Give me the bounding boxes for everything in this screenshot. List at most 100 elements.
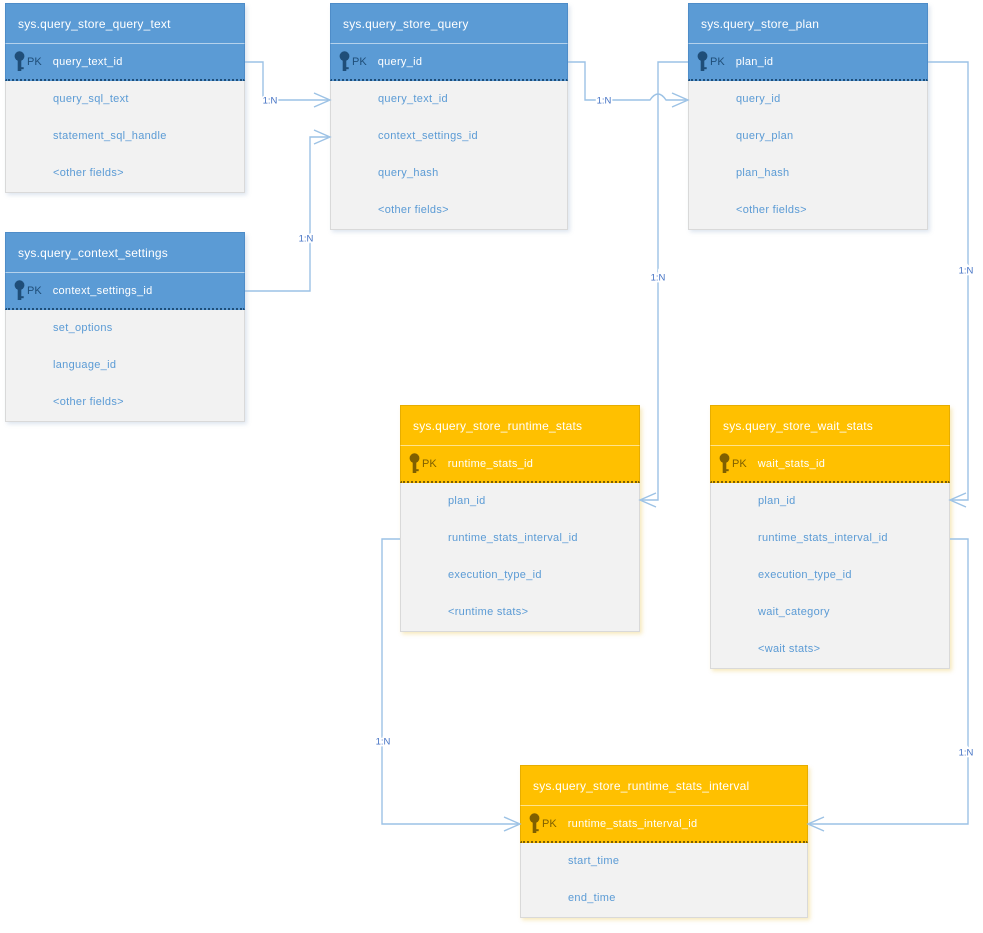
field-row[interactable]: query_id [736,93,781,105]
pk-field-name: query_text_id [52,55,123,68]
key-icon [14,279,25,302]
cardinality-label: 1:N [299,234,314,245]
table-title: sys.query_store_plan [701,16,820,31]
table-header[interactable]: sys.query_store_plan [688,3,928,43]
primary-key-row[interactable]: PK query_id [330,43,568,81]
primary-key-row[interactable]: PK runtime_stats_interval_id [520,805,808,843]
pk-label: PK [422,457,437,470]
table-header[interactable]: sys.query_context_settings [5,232,245,272]
field-row[interactable]: <other fields> [378,204,449,216]
table-fields: query_id query_plan plan_hash <other fields… [688,81,928,230]
field-row[interactable]: context_settings_id [378,130,478,142]
key-icon [697,50,708,73]
table-query-store-query[interactable]: sys.query_store_query PK query_id query_… [330,3,568,230]
table-query-store-plan[interactable]: sys.query_store_plan PK plan_id query_id… [688,3,928,230]
table-header[interactable]: sys.query_store_query [330,3,568,43]
primary-key-row[interactable]: PK context_settings_id [5,272,245,310]
pk-label: PK [27,284,42,297]
arrowhead-icon [503,816,522,832]
table-fields: query_text_id context_settings_id query_ha… [330,81,568,230]
pk-field-name: wait_stats_id [757,457,826,470]
cardinality-label: 1:N [959,266,974,277]
arrowhead-icon [948,492,967,508]
table-query-store-runtime-stats[interactable]: sys.query_store_runtime_stats PK runtime… [400,405,640,632]
relationship-line [245,61,328,101]
table-title: sys.query_store_wait_stats [723,418,873,433]
table-query-store-wait-stats[interactable]: sys.query_store_wait_stats PK wait_stats… [710,405,950,669]
relationship-line [245,136,328,292]
primary-key-row[interactable]: PK plan_id [688,43,928,81]
arrowhead-icon [671,92,690,108]
table-query-context-settings[interactable]: sys.query_context_settings PK context_se… [5,232,245,422]
pk-label: PK [710,55,725,68]
field-row[interactable]: plan_id [758,495,796,507]
table-header[interactable]: sys.query_store_runtime_stats_interval [520,765,808,805]
field-row[interactable]: runtime_stats_interval_id [448,532,578,544]
field-row[interactable]: query_hash [378,167,439,179]
field-row[interactable]: <other fields> [53,167,124,179]
field-row[interactable]: query_text_id [378,93,448,105]
pk-field-name: query_id [377,55,423,68]
table-title: sys.query_store_runtime_stats_interval [533,778,750,793]
table-query-store-query-text[interactable]: sys.query_store_query_text PK query_text… [5,3,245,193]
table-fields: query_sql_text statement_sql_handle <other… [5,81,245,193]
relationship-query_context_settings-to-query_store_query: 1:N [245,129,332,292]
field-row[interactable]: runtime_stats_interval_id [758,532,888,544]
field-row[interactable]: <runtime stats> [448,606,529,618]
pk-label: PK [732,457,747,470]
cardinality-label: 1:N [651,273,666,284]
pk-label: PK [352,55,367,68]
primary-key-row[interactable]: PK runtime_stats_id [400,445,640,483]
cardinality-label: 1:N [597,96,612,107]
field-row[interactable]: start_time [568,855,620,867]
cardinality-label: 1:N [376,737,391,748]
field-row[interactable]: language_id [53,359,117,371]
relationship-line [642,61,688,501]
relationship-line [568,61,686,101]
cardinality-label: 1:N [959,748,974,759]
field-row[interactable]: wait_category [758,606,830,618]
field-row[interactable]: statement_sql_handle [53,130,167,142]
table-fields: start_time end_time [520,843,808,918]
primary-key-row[interactable]: PK wait_stats_id [710,445,950,483]
field-row[interactable]: <wait stats> [758,643,821,655]
table-title: sys.query_context_settings [18,245,168,260]
arrowhead-icon [313,129,332,145]
table-title: sys.query_store_query_text [18,16,171,31]
table-query-store-runtime-stats-interval[interactable]: sys.query_store_runtime_stats_interval P… [520,765,808,918]
key-icon [409,452,420,475]
pk-field-name: runtime_stats_id [447,457,534,470]
field-row[interactable]: execution_type_id [448,569,542,581]
field-row[interactable]: set_options [53,322,113,334]
field-row[interactable]: <other fields> [736,204,807,216]
field-row[interactable]: plan_id [448,495,486,507]
table-title: sys.query_store_runtime_stats [413,418,583,433]
key-icon [339,50,350,73]
field-row[interactable]: execution_type_id [758,569,852,581]
arrowhead-icon [313,92,332,108]
field-row[interactable]: <other fields> [53,396,124,408]
pk-label: PK [27,55,42,68]
pk-field-name: context_settings_id [52,284,153,297]
key-icon [719,452,730,475]
table-header[interactable]: sys.query_store_runtime_stats [400,405,640,445]
cardinality-label: 1:N [263,96,278,107]
arrowhead-icon [806,816,825,832]
primary-key-row[interactable]: PK query_text_id [5,43,245,81]
table-fields: plan_id runtime_stats_interval_id executio… [400,483,640,632]
table-fields: set_options language_id <other fields> [5,310,245,422]
pk-label: PK [542,817,557,830]
table-header[interactable]: sys.query_store_query_text [5,3,245,43]
field-row[interactable]: plan_hash [736,167,790,179]
relationship-query_store_query-to-query_store_plan: 1:N [568,61,690,108]
field-row[interactable]: query_plan [736,130,794,142]
field-row[interactable]: query_sql_text [53,93,129,105]
relationship-query_store_query_text-to-query_store_query: 1:N [245,61,332,108]
table-header[interactable]: sys.query_store_wait_stats [710,405,950,445]
field-row[interactable]: end_time [568,892,616,904]
key-icon [529,812,540,835]
pk-field-name: plan_id [735,55,774,68]
pk-field-name: runtime_stats_interval_id [567,817,698,830]
relationship-query_store_plan-to-query_store_runtime_stats: 1:N [638,61,688,508]
